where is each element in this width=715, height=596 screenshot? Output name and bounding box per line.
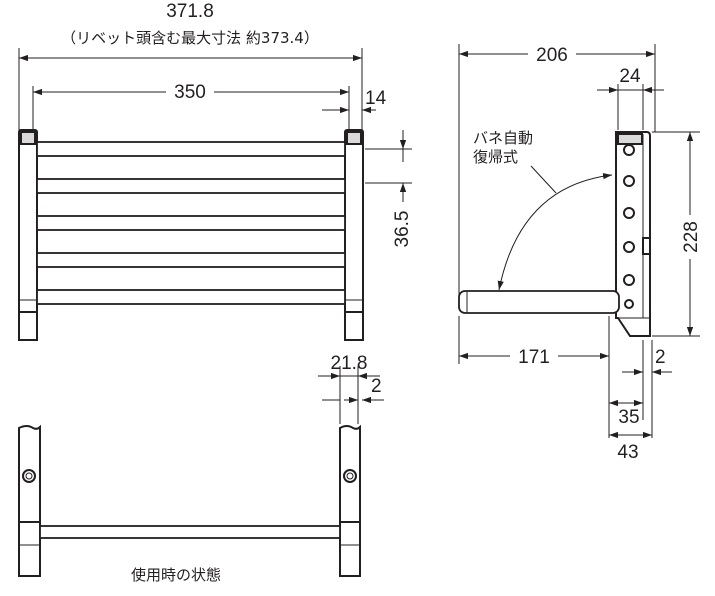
overall-width-note: （リベット頭含む最大寸法 約373.4） bbox=[61, 29, 319, 47]
spring-label-line1: バネ自動 bbox=[473, 129, 533, 147]
bar-pitch-value: 36.5 bbox=[392, 211, 413, 248]
base-43-value: 43 bbox=[617, 442, 638, 463]
bar-5 bbox=[36, 289, 346, 305]
arm-length-value: 171 bbox=[518, 347, 550, 368]
right-post bbox=[344, 129, 364, 341]
side-gap-value: 2 bbox=[655, 347, 666, 368]
top-width-value: 24 bbox=[619, 66, 641, 87]
inner-width-value: 350 bbox=[174, 82, 206, 103]
spring-label-line2: 復帰式 bbox=[473, 148, 518, 166]
side-view: 206 24 バネ自動 復帰式 228 bbox=[458, 44, 702, 463]
base-35-value: 35 bbox=[618, 407, 639, 428]
usage-bottom-bar bbox=[39, 525, 341, 539]
label-leader bbox=[530, 165, 557, 194]
bar-4 bbox=[36, 252, 346, 268]
post-thickness-value: 14 bbox=[365, 88, 387, 109]
height-value: 228 bbox=[681, 221, 702, 253]
side-arm bbox=[458, 290, 620, 314]
bar-3 bbox=[36, 215, 346, 231]
rotation-arc bbox=[497, 172, 613, 291]
overall-width-value: 371.8 bbox=[166, 1, 214, 22]
usage-left-pivot bbox=[22, 469, 36, 483]
front-view: 371.8 （リベット頭含む最大寸法 約373.4） 350 14 36.5 bbox=[18, 1, 413, 341]
bar-1 bbox=[36, 141, 346, 157]
depth-value: 206 bbox=[536, 45, 568, 66]
usage-right-pivot bbox=[343, 469, 357, 483]
usage-view: 21.8 2 使用時の状態 bbox=[18, 353, 384, 584]
usage-post-width-value: 21.8 bbox=[331, 353, 368, 374]
bar-2 bbox=[36, 178, 346, 194]
left-post bbox=[18, 129, 38, 341]
usage-gap-value: 2 bbox=[371, 376, 382, 397]
usage-caption: 使用時の状態 bbox=[131, 566, 221, 584]
